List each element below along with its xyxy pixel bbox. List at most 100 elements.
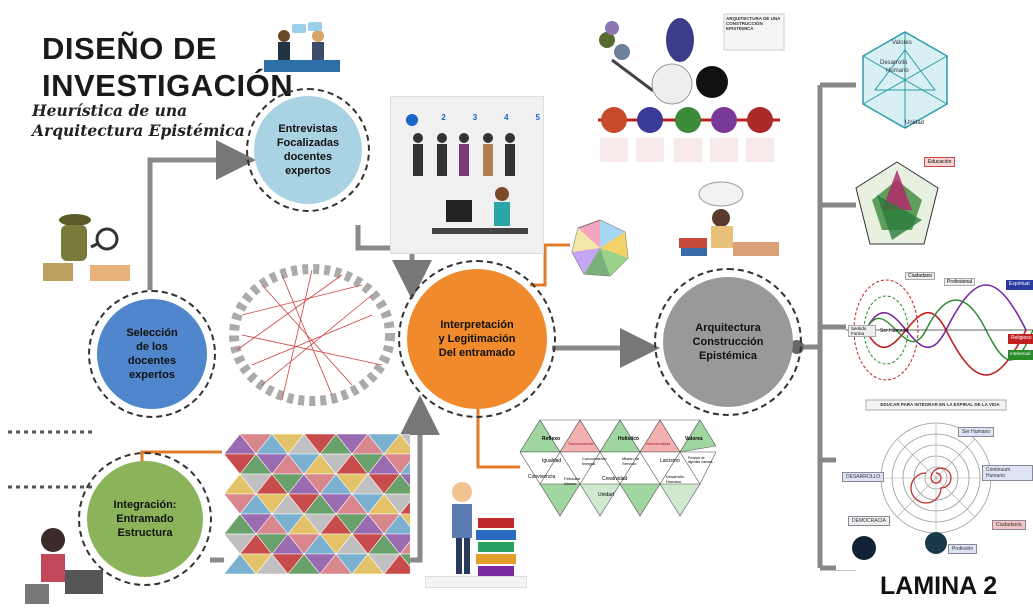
orange-connector-hexgrid (476, 400, 520, 469)
spiral-label-ciudadania: Ciudadanía (992, 520, 1026, 530)
entrevistas-line-3: docentes (283, 151, 333, 163)
entrevistas-line-4: expertos (285, 165, 331, 177)
queue-number-1: 1 (410, 113, 415, 122)
detective-illustration (35, 205, 135, 285)
queue-number-3: 3 (472, 113, 478, 122)
seleccion-line-3: docentes (127, 355, 177, 367)
concept-cell-13: Desarrollo Humano (666, 474, 685, 484)
concept-cell-9: Principio de dignidad humana (688, 456, 713, 464)
arquitectura-line-2: Construcción (692, 336, 764, 348)
page-subtitle: Heurística de una Arquitectura Epistémic… (32, 101, 245, 141)
spiral-label-desarrollo: DESARROLLO (842, 472, 885, 482)
polyhedron-illustration (571, 219, 629, 277)
concept-grid: Reflexo Transcendencia Holístico Intenci… (520, 418, 716, 526)
seleccion-line-2: de los (136, 341, 168, 353)
integracion-line-3: Estructura (117, 527, 173, 539)
concept-cell-2: Holístico (618, 436, 640, 442)
wave-label-profesional: Profesional (944, 278, 976, 286)
arrow-entrevistas-interpretacion (355, 225, 432, 300)
concept-cell-0: Reflexo (542, 436, 561, 442)
epistemic-panel-heading: ARQUITECTURA DE UNA CONSTRUCCIÓN EPISTÉM… (726, 16, 781, 31)
icosa-label-humano: Humano (886, 68, 909, 74)
entrevistas-line-2: Focalizadas (276, 137, 340, 149)
node-integracion[interactable]: Integración: Entramado Estructura (87, 461, 203, 577)
spiral-label-ser-humano: Ser Humano (958, 427, 995, 437)
mosaic-triangle (399, 473, 410, 487)
concept-cell-8: Laicismo (660, 458, 680, 464)
student-studying-illustration (679, 181, 779, 256)
queue-number-5: 5 (535, 113, 540, 122)
arrow-seleccion-entrevistas (147, 140, 256, 290)
icosa-label-unidad: Unidad (905, 120, 925, 126)
spiral-label-profesion: Profesión (948, 544, 978, 554)
concept-cell-4: Valores (685, 436, 703, 442)
node-interpretacion[interactable]: Interpretación y Legitimación Del entram… (407, 269, 547, 409)
concept-cell-5: Igualdad (542, 458, 562, 464)
wave-label-sentido: Sentido Forma (848, 325, 876, 337)
concept-cell-12: Creatividad (602, 476, 628, 482)
title-line-2: INVESTIGACIÓN (42, 68, 294, 103)
teacher-books-illustration (452, 482, 516, 576)
subtitle-line-1: Heurística de una (32, 101, 188, 120)
spiral-heading: EDUCAR PARA INTEGRAR EN LA ESPIRAL DE LA… (880, 402, 1000, 407)
mosaic-triangle (399, 434, 410, 447)
seleccion-line-4: expertos (129, 369, 175, 381)
icosa-label-valores: Valores (892, 40, 912, 46)
mosaic-triangle (399, 541, 410, 555)
mosaic-triangle (399, 501, 410, 515)
orange-connector-polyhedron (530, 243, 570, 287)
arquitectura-line-1: Arquitectura (695, 322, 761, 334)
triangle-mosaic (224, 434, 410, 574)
wave-diagram (846, 270, 1033, 390)
interpretacion-line-1: Interpretación (440, 319, 514, 331)
integracion-line-1: Integración: (113, 499, 177, 511)
wave-label-religioso: Religioso (1011, 335, 1032, 341)
educacion-tag: Educación (924, 157, 956, 167)
queue-illustration (406, 114, 528, 234)
wave-label-ser-humano: Ser Humano (880, 328, 909, 334)
spiral-label-democracia: DEMOCRACIA (848, 516, 890, 526)
mosaic-triangle (399, 513, 410, 527)
concept-cell-3: Intencionalidad (646, 442, 671, 446)
integracion-line-2: Entramado (116, 513, 174, 525)
woman-laptop-illustration (25, 528, 103, 604)
icosahedron-top (862, 31, 948, 129)
mosaic-triangle (399, 553, 410, 567)
interpretacion-ring (398, 260, 556, 418)
concept-cell-1: Transcendencia (568, 442, 594, 446)
icosa-label-desarrollo: Desarrollo (880, 60, 908, 66)
tree-bracket (796, 82, 856, 571)
mosaic-triangle (399, 461, 410, 475)
queue-numbers: 1 2 3 4 5 (410, 113, 540, 123)
wave-label-intelectual: Intelectual (1010, 351, 1031, 356)
interpretacion-line-2: y Legitimación (438, 333, 516, 345)
wave-label-espiritual: Espiritual (1009, 281, 1030, 287)
logo-strip (425, 576, 527, 588)
star-polyhedron (855, 161, 939, 245)
concept-cell-14: Unidad (598, 492, 614, 498)
node-arquitectura[interactable]: Arquitectura Construcción Epistémica (663, 277, 793, 407)
subtitle-line-2: Arquitectura Epistémica (32, 121, 245, 140)
page-title: DISEÑO DE INVESTIGACIÓN (42, 30, 293, 104)
seleccion-ring (88, 290, 216, 418)
entrevistas-ring (246, 88, 370, 212)
seleccion-line-1: Selección (126, 327, 178, 339)
interpretacion-line-3: Del entramado (438, 347, 516, 359)
concept-cell-6: Conocimiento Integral (582, 456, 607, 466)
wave-label-ciudadano: Ciudadano (905, 272, 936, 280)
concept-cell-11: Felicidad Interior (564, 476, 581, 486)
queue-number-2: 2 (441, 113, 446, 122)
meeting-illustration (264, 22, 340, 72)
queue-number-4: 4 (504, 113, 509, 122)
node-seleccion[interactable]: Selección de los docentes expertos (97, 299, 207, 409)
arquitectura-ring (654, 268, 802, 416)
node-entrevistas[interactable]: Entrevistas Focalizadas docentes experto… (254, 96, 362, 204)
spiral-diagram (836, 398, 1033, 570)
people-network-illustration (229, 264, 395, 406)
arquitectura-line-3: Epistémica (698, 350, 758, 362)
spiral-label-continuum: Continuum Humano (982, 465, 1033, 481)
concept-cell-7: Misión de Servicio (622, 456, 640, 466)
entrevistas-line-1: Entrevistas (278, 123, 338, 135)
integracion-ring (78, 452, 212, 586)
concept-cell-10: Convivencia (528, 474, 556, 480)
